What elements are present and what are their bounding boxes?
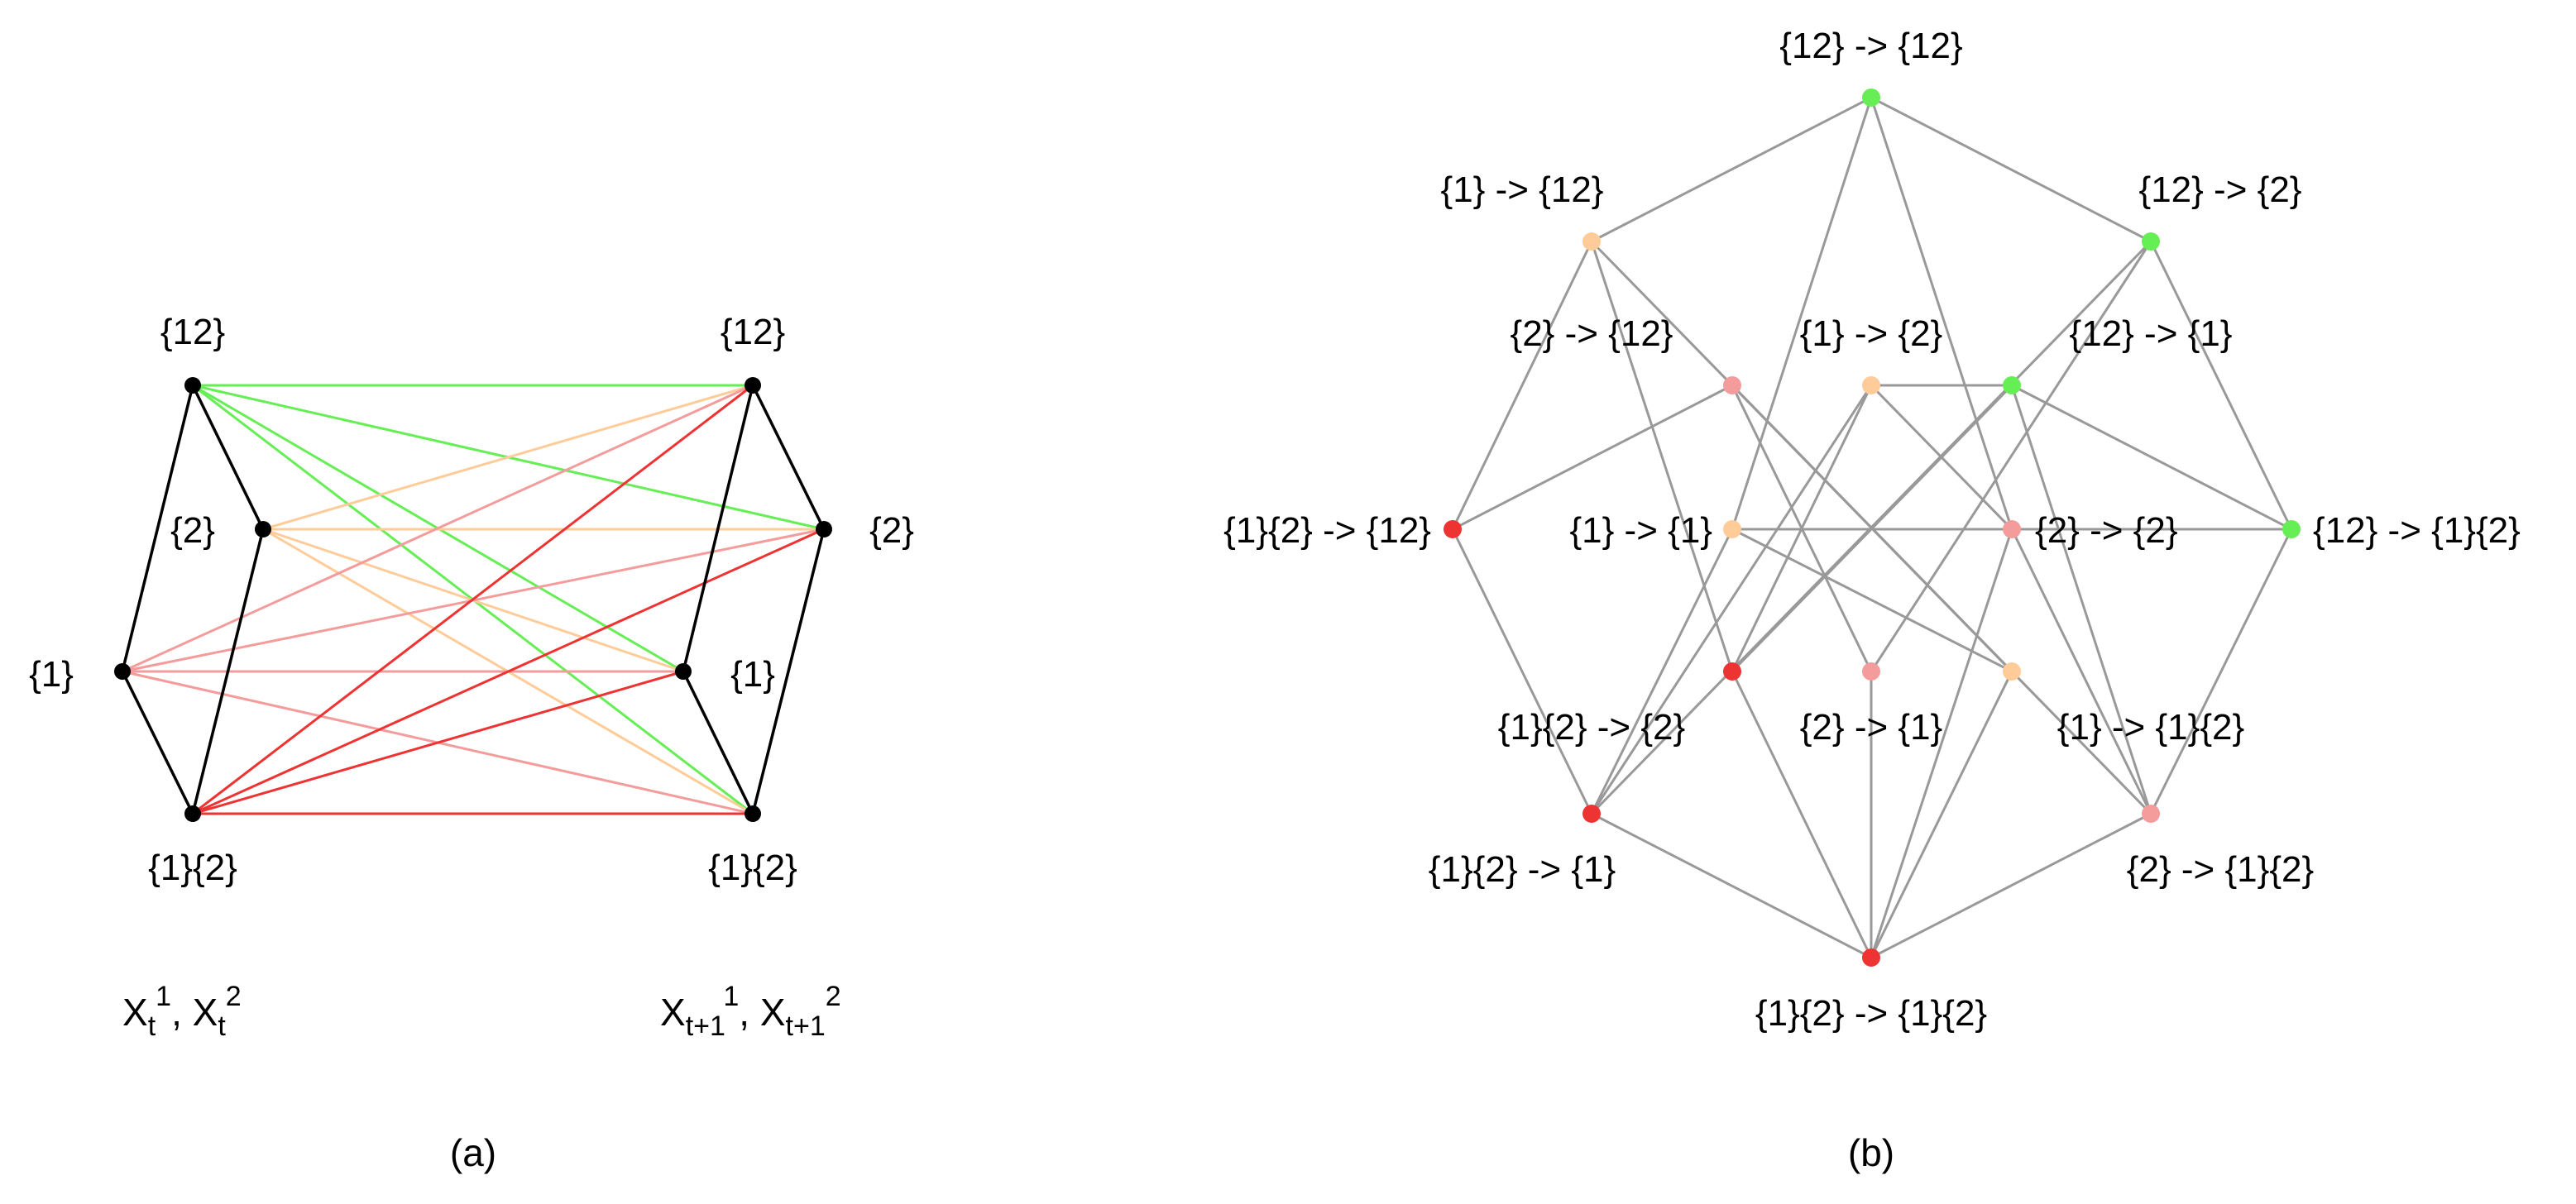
- transition-node-n10: [1723, 662, 1741, 681]
- transition-node-n11: [1862, 662, 1880, 681]
- hypercube-edge-2-9: [2149, 241, 2293, 530]
- lattice-edge-L12-L1: [121, 385, 194, 672]
- b-node-label-1-to-1: {1} -> {1}: [1569, 510, 1712, 551]
- transition-edge-L1_2-R2: [192, 528, 825, 815]
- node-R1_2: [745, 805, 761, 822]
- right-node-label-1: {1}: [730, 654, 775, 695]
- node-L1: [114, 663, 131, 680]
- hypercube-edge-7-13: [1590, 528, 1734, 815]
- transition-node-n1: [1582, 232, 1601, 251]
- node-R2: [816, 521, 832, 538]
- left-column-variable-label: Xt1, Xt2: [122, 981, 242, 1042]
- hypercube-edge-3-6: [1452, 384, 1733, 531]
- lattice-edge-L2-L1_2: [191, 528, 265, 815]
- lattice-edge-R1-R1_2: [682, 671, 754, 815]
- hypercube-edge-14-15: [1870, 812, 2152, 959]
- hypercube-edge-5-9: [2011, 384, 2292, 531]
- lattice-edge-L12-L2: [191, 385, 265, 530]
- hypercube-edge-1-6: [1451, 241, 1593, 530]
- b-node-label-1-to-12: {1} -> {12}: [1441, 170, 1604, 210]
- node-R1: [675, 663, 692, 680]
- right-node-label-12: {12}: [721, 312, 785, 352]
- node-R12: [745, 377, 761, 394]
- right-node-label-1-2: {1}{2}: [708, 848, 797, 888]
- b-node-label-1-2-to-1: {1}{2} -> {1}: [1429, 849, 1616, 890]
- b-node-label-1-2-to-1-2: {1}{2} -> {1}{2}: [1755, 993, 1987, 1034]
- hypercube-edge-13-15: [1591, 812, 1872, 959]
- hypercube-edge-1-10: [1590, 241, 1734, 672]
- right-column-variable-label: Xt+11, Xt+12: [660, 981, 841, 1042]
- panel-a: {12} {2} {1} {1}{2} {12} {2} {1} {1}{2} …: [29, 312, 914, 1174]
- panel-a-lattice-edges: [121, 385, 826, 815]
- transition-node-n6: [1444, 520, 1462, 538]
- transition-node-n9: [2282, 520, 2301, 538]
- b-node-label-12-to-1-2: {12} -> {1}{2}: [2313, 510, 2521, 551]
- hypercube-edge-12-15: [1870, 671, 2013, 958]
- hypercube-edge-8-15: [1870, 528, 2013, 958]
- b-node-label-12-to-12: {12} -> {12}: [1779, 26, 1962, 66]
- transition-edge-L1_2-R12: [192, 384, 754, 815]
- hypercube-edge-8-14: [2010, 528, 2152, 815]
- hypercube-edge-7-12: [1731, 528, 2013, 673]
- hypercube-edge-5-14: [2010, 385, 2152, 815]
- lattice-edge-R12-R2: [751, 385, 826, 530]
- node-L1_2: [184, 805, 201, 822]
- transition-node-n15: [1862, 948, 1880, 967]
- b-node-label-2-to-1: {2} -> {1}: [1800, 707, 1943, 748]
- panel-b-nodes: [1444, 88, 2301, 967]
- b-node-label-2-to-2: {2} -> {2}: [2035, 510, 2178, 551]
- node-L2: [255, 521, 271, 538]
- b-node-label-1-to-2: {1} -> {2}: [1800, 313, 1943, 354]
- b-node-label-2-to-1-2: {2} -> {1}{2}: [2127, 849, 2314, 890]
- hypercube-edge-0-1: [1591, 96, 1872, 243]
- lattice-edge-R2-R1_2: [751, 528, 826, 815]
- b-node-label-12-to-2: {12} -> {2}: [2139, 170, 2302, 210]
- panel-b-edges: [1451, 96, 2293, 959]
- lattice-edge-L1-L1_2: [121, 671, 194, 815]
- b-node-label-2-to-12: {2} -> {12}: [1511, 313, 1673, 354]
- node-L12: [184, 377, 201, 394]
- hypercube-edge-0-7: [1731, 97, 1873, 530]
- b-node-label-1-2-to-2: {1}{2} -> {2}: [1498, 707, 1685, 748]
- hypercube-edge-4-13: [1590, 385, 1873, 815]
- left-node-label-12: {12}: [160, 312, 225, 352]
- transition-edge-L1_2-R1: [192, 670, 684, 815]
- lattice-edge-R12-R1: [682, 385, 754, 672]
- transition-node-n7: [1723, 520, 1741, 538]
- transition-edge-L2-R12: [262, 384, 754, 531]
- panel-a-caption: (a): [450, 1131, 496, 1174]
- transition-node-n14: [2142, 805, 2160, 823]
- panel-a-edges: [122, 384, 825, 815]
- hypercube-edge-10-15: [1731, 671, 1873, 958]
- hypercube-edge-0-8: [1870, 97, 2013, 530]
- transition-node-n8: [2003, 520, 2021, 538]
- panel-b: {12} -> {12} {1} -> {12} {12} -> {2} {2}…: [1223, 26, 2521, 1174]
- panel-b-caption: (b): [1848, 1131, 1894, 1174]
- transition-node-n5: [2003, 376, 2021, 394]
- transition-node-n0: [1862, 88, 1880, 107]
- hypercube-edge-6-13: [1451, 528, 1593, 815]
- transition-edge-L1-R12: [122, 384, 754, 673]
- transition-node-n13: [1582, 805, 1601, 823]
- transition-node-n2: [2142, 232, 2160, 251]
- transition-node-n4: [1862, 376, 1880, 394]
- transition-node-n3: [1723, 376, 1741, 394]
- hypercube-edge-3-14: [1731, 384, 2152, 815]
- b-node-label-12-to-1: {12} -> {1}: [2070, 313, 2233, 354]
- transition-node-n12: [2003, 662, 2021, 681]
- hypercube-edge-9-14: [2149, 528, 2293, 815]
- right-node-label-2: {2}: [869, 510, 914, 551]
- b-node-label-1-to-1-2: {1} -> {1}{2}: [2057, 707, 2244, 748]
- b-node-label-1-2-to-12: {1}{2} -> {12}: [1223, 510, 1431, 551]
- hypercube-edge-0-2: [1870, 96, 2152, 243]
- left-node-label-2: {2}: [170, 510, 215, 551]
- left-node-label-1-2: {1}{2}: [148, 848, 237, 888]
- left-node-label-1: {1}: [29, 654, 74, 695]
- panel-a-nodes: [114, 377, 832, 822]
- hypercube-edge-2-11: [1870, 241, 2152, 672]
